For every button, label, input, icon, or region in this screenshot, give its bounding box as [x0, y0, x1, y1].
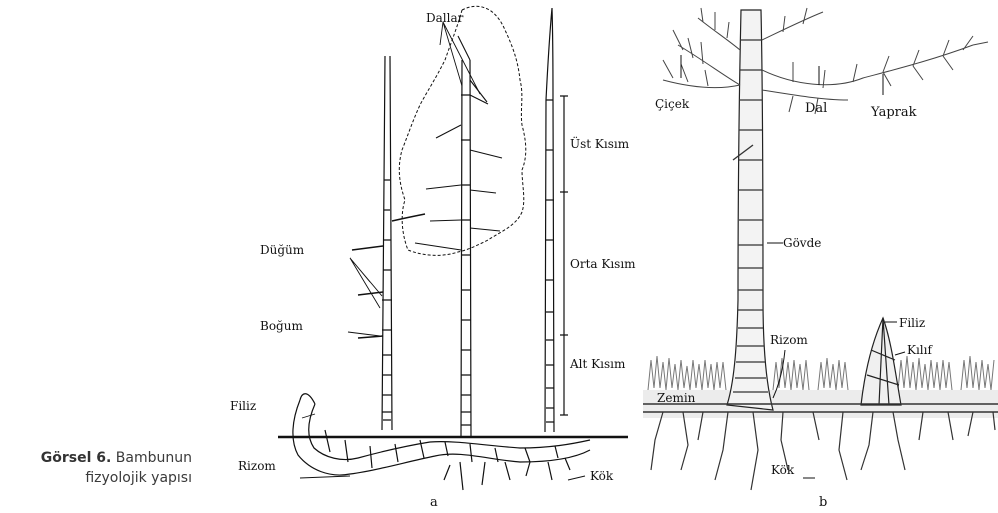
label-kok-b: Kök [771, 463, 795, 477]
label-ust-kisim: Üst Kısım [570, 135, 630, 151]
label-govde: Gövde [783, 236, 821, 250]
caption-label: Görsel 6. [41, 450, 112, 466]
culm-1 [352, 56, 425, 430]
label-filiz: Filiz [230, 399, 256, 413]
label-bogum: Boğum [260, 319, 303, 333]
diagram-a: Dallar Üst Kısım Orta Kısım Alt Kısım Dü… [230, 0, 640, 513]
label-filiz-b: Filiz [899, 316, 925, 330]
label-cicek: Çiçek [655, 97, 690, 111]
label-alt-kisim: Alt Kısım [569, 357, 626, 371]
label-dal: Dal [805, 101, 827, 116]
figure-caption: Görsel 6. Bambunun fizyolojik yapısı [0, 448, 192, 488]
culm-3 [545, 8, 554, 432]
caption-line1: Bambunun [116, 450, 192, 466]
culm-2 [399, 6, 525, 438]
arrow-kilif [895, 352, 905, 355]
shoot-b [861, 318, 901, 405]
caption-line2: fizyolojik yapısı [0, 468, 192, 488]
panel-label-a: a [430, 495, 438, 510]
label-zemin: Zemin [657, 391, 696, 405]
label-rizom: Rizom [238, 459, 276, 473]
diagram-b: Çiçek Dal Yaprak Gövde Rizom Filiz Kılıf… [643, 0, 998, 513]
grass-band [648, 356, 994, 390]
panel-label-b: b [819, 495, 827, 510]
label-dallar: Dallar [426, 11, 464, 25]
label-kok: Kök [590, 469, 614, 483]
foliage-b [663, 8, 988, 114]
label-kilif: Kılıf [907, 343, 933, 357]
label-rizom-b: Rizom [770, 333, 808, 347]
label-dugum: Düğüm [260, 243, 305, 257]
label-yaprak: Yaprak [870, 105, 917, 120]
height-bracket [560, 96, 568, 415]
label-orta-kisim: Orta Kısım [570, 257, 636, 271]
